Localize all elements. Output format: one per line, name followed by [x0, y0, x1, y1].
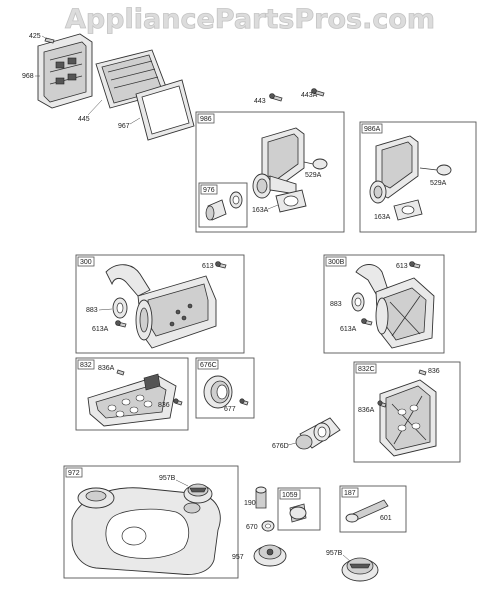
box-label-187: 187 — [344, 490, 356, 497]
muffler-300[interactable] — [105, 264, 217, 349]
rope-handle-187[interactable] — [345, 499, 389, 523]
box-label-976: 976 — [203, 187, 215, 194]
box-label-300: 300 — [80, 259, 92, 266]
box-832 — [75, 357, 189, 431]
intake-elbow-986[interactable] — [252, 127, 305, 199]
callout-676D: 676D — [272, 443, 289, 450]
intake-elbow-986A[interactable] — [369, 135, 419, 204]
box-label-300B: 300B — [328, 259, 345, 266]
callout-836-1: 836 — [158, 402, 170, 409]
callout-957B-1: 957B — [159, 475, 176, 482]
callout-443: 443 — [254, 98, 266, 105]
callout-163A-2: 163A — [374, 214, 391, 221]
callout-613-1: 613 — [202, 263, 214, 270]
box-676C — [195, 357, 255, 419]
blower-housing-972[interactable] — [71, 487, 221, 575]
callout-425: 425 — [29, 33, 41, 40]
box-972 — [63, 465, 239, 579]
callout-836A-2: 836A — [358, 407, 375, 414]
callout-677: 677 — [224, 406, 236, 413]
rewind-starter-957B-1[interactable] — [183, 483, 213, 504]
callout-190: 190 — [244, 500, 256, 507]
bolt-613A-1[interactable] — [115, 320, 127, 328]
callout-670: 670 — [246, 524, 258, 531]
callout-883-1: 883 — [86, 307, 98, 314]
callout-967: 967 — [118, 123, 130, 130]
gasket-163A-2[interactable] — [393, 199, 423, 221]
callout-613A-2: 613A — [340, 326, 357, 333]
box-976 — [198, 182, 248, 228]
screw-836A-2[interactable] — [377, 400, 387, 408]
callout-957B-2: 957B — [326, 550, 343, 557]
screw-836-1[interactable] — [173, 398, 183, 406]
deflector-676D[interactable] — [295, 417, 341, 450]
gasket-883-1[interactable] — [112, 297, 128, 319]
box-label-832: 832 — [80, 362, 92, 369]
box-label-972: 972 — [68, 470, 80, 477]
muffler-300B[interactable] — [355, 264, 435, 349]
spark-arrester-676C[interactable] — [203, 375, 233, 409]
box-label-1059: 1059 — [282, 492, 298, 499]
muffler-guard-832C[interactable] — [379, 379, 437, 457]
box-label-986A: 986A — [364, 126, 381, 133]
box-label-986: 986 — [200, 116, 212, 123]
air-cleaner-base-968[interactable] — [37, 33, 93, 109]
screw-836-2[interactable] — [418, 369, 427, 376]
spring-190[interactable] — [255, 486, 267, 509]
box-832C — [353, 361, 461, 463]
bolt-443A[interactable] — [311, 88, 325, 97]
callout-163A-1: 163A — [252, 207, 269, 214]
box-986 — [195, 111, 345, 233]
box-label-676C: 676C — [200, 362, 217, 369]
callout-968: 968 — [22, 73, 34, 80]
box-300 — [75, 254, 245, 354]
box-187 — [339, 485, 407, 533]
callout-529A-2: 529A — [430, 180, 447, 187]
callout-957: 957 — [232, 554, 244, 561]
part-1059[interactable] — [289, 503, 307, 523]
screw-425[interactable] — [44, 37, 55, 44]
callout-836-2: 836 — [428, 368, 440, 375]
callout-613A-1: 613A — [92, 326, 109, 333]
gasket-967[interactable] — [135, 79, 195, 141]
tube-976[interactable] — [205, 191, 243, 221]
rewind-starter-957[interactable] — [253, 544, 287, 567]
box-label-832C: 832C — [358, 366, 375, 373]
callout-601: 601 — [380, 515, 392, 522]
gasket-883-2[interactable] — [351, 292, 365, 312]
muffler-guard-832[interactable] — [87, 373, 177, 427]
callout-443A: 443A — [301, 92, 318, 99]
box-1059 — [277, 487, 321, 531]
callout-529A-1: 529A — [305, 172, 322, 179]
screw-677[interactable] — [239, 398, 249, 406]
watermark-text: AppliancePartsPros.com — [65, 4, 435, 35]
rewind-starter-957B-2[interactable] — [341, 557, 379, 582]
clamp-529A-2[interactable] — [419, 164, 452, 176]
screw-613-2[interactable] — [409, 261, 421, 269]
callout-883-2: 883 — [330, 301, 342, 308]
gasket-163A-1[interactable] — [275, 189, 307, 213]
callout-445: 445 — [78, 116, 90, 123]
bushing-670[interactable] — [261, 520, 275, 532]
bolt-613A-2[interactable] — [361, 318, 373, 326]
screw-613-1[interactable] — [215, 261, 227, 269]
box-986A — [359, 121, 477, 233]
bolt-443[interactable] — [269, 93, 283, 102]
clamp-529A-1[interactable] — [303, 158, 328, 170]
callout-836A-1: 836A — [98, 365, 115, 372]
callout-613-2: 613 — [396, 263, 408, 270]
screw-836A-1[interactable] — [116, 369, 125, 376]
box-300B — [323, 254, 445, 354]
